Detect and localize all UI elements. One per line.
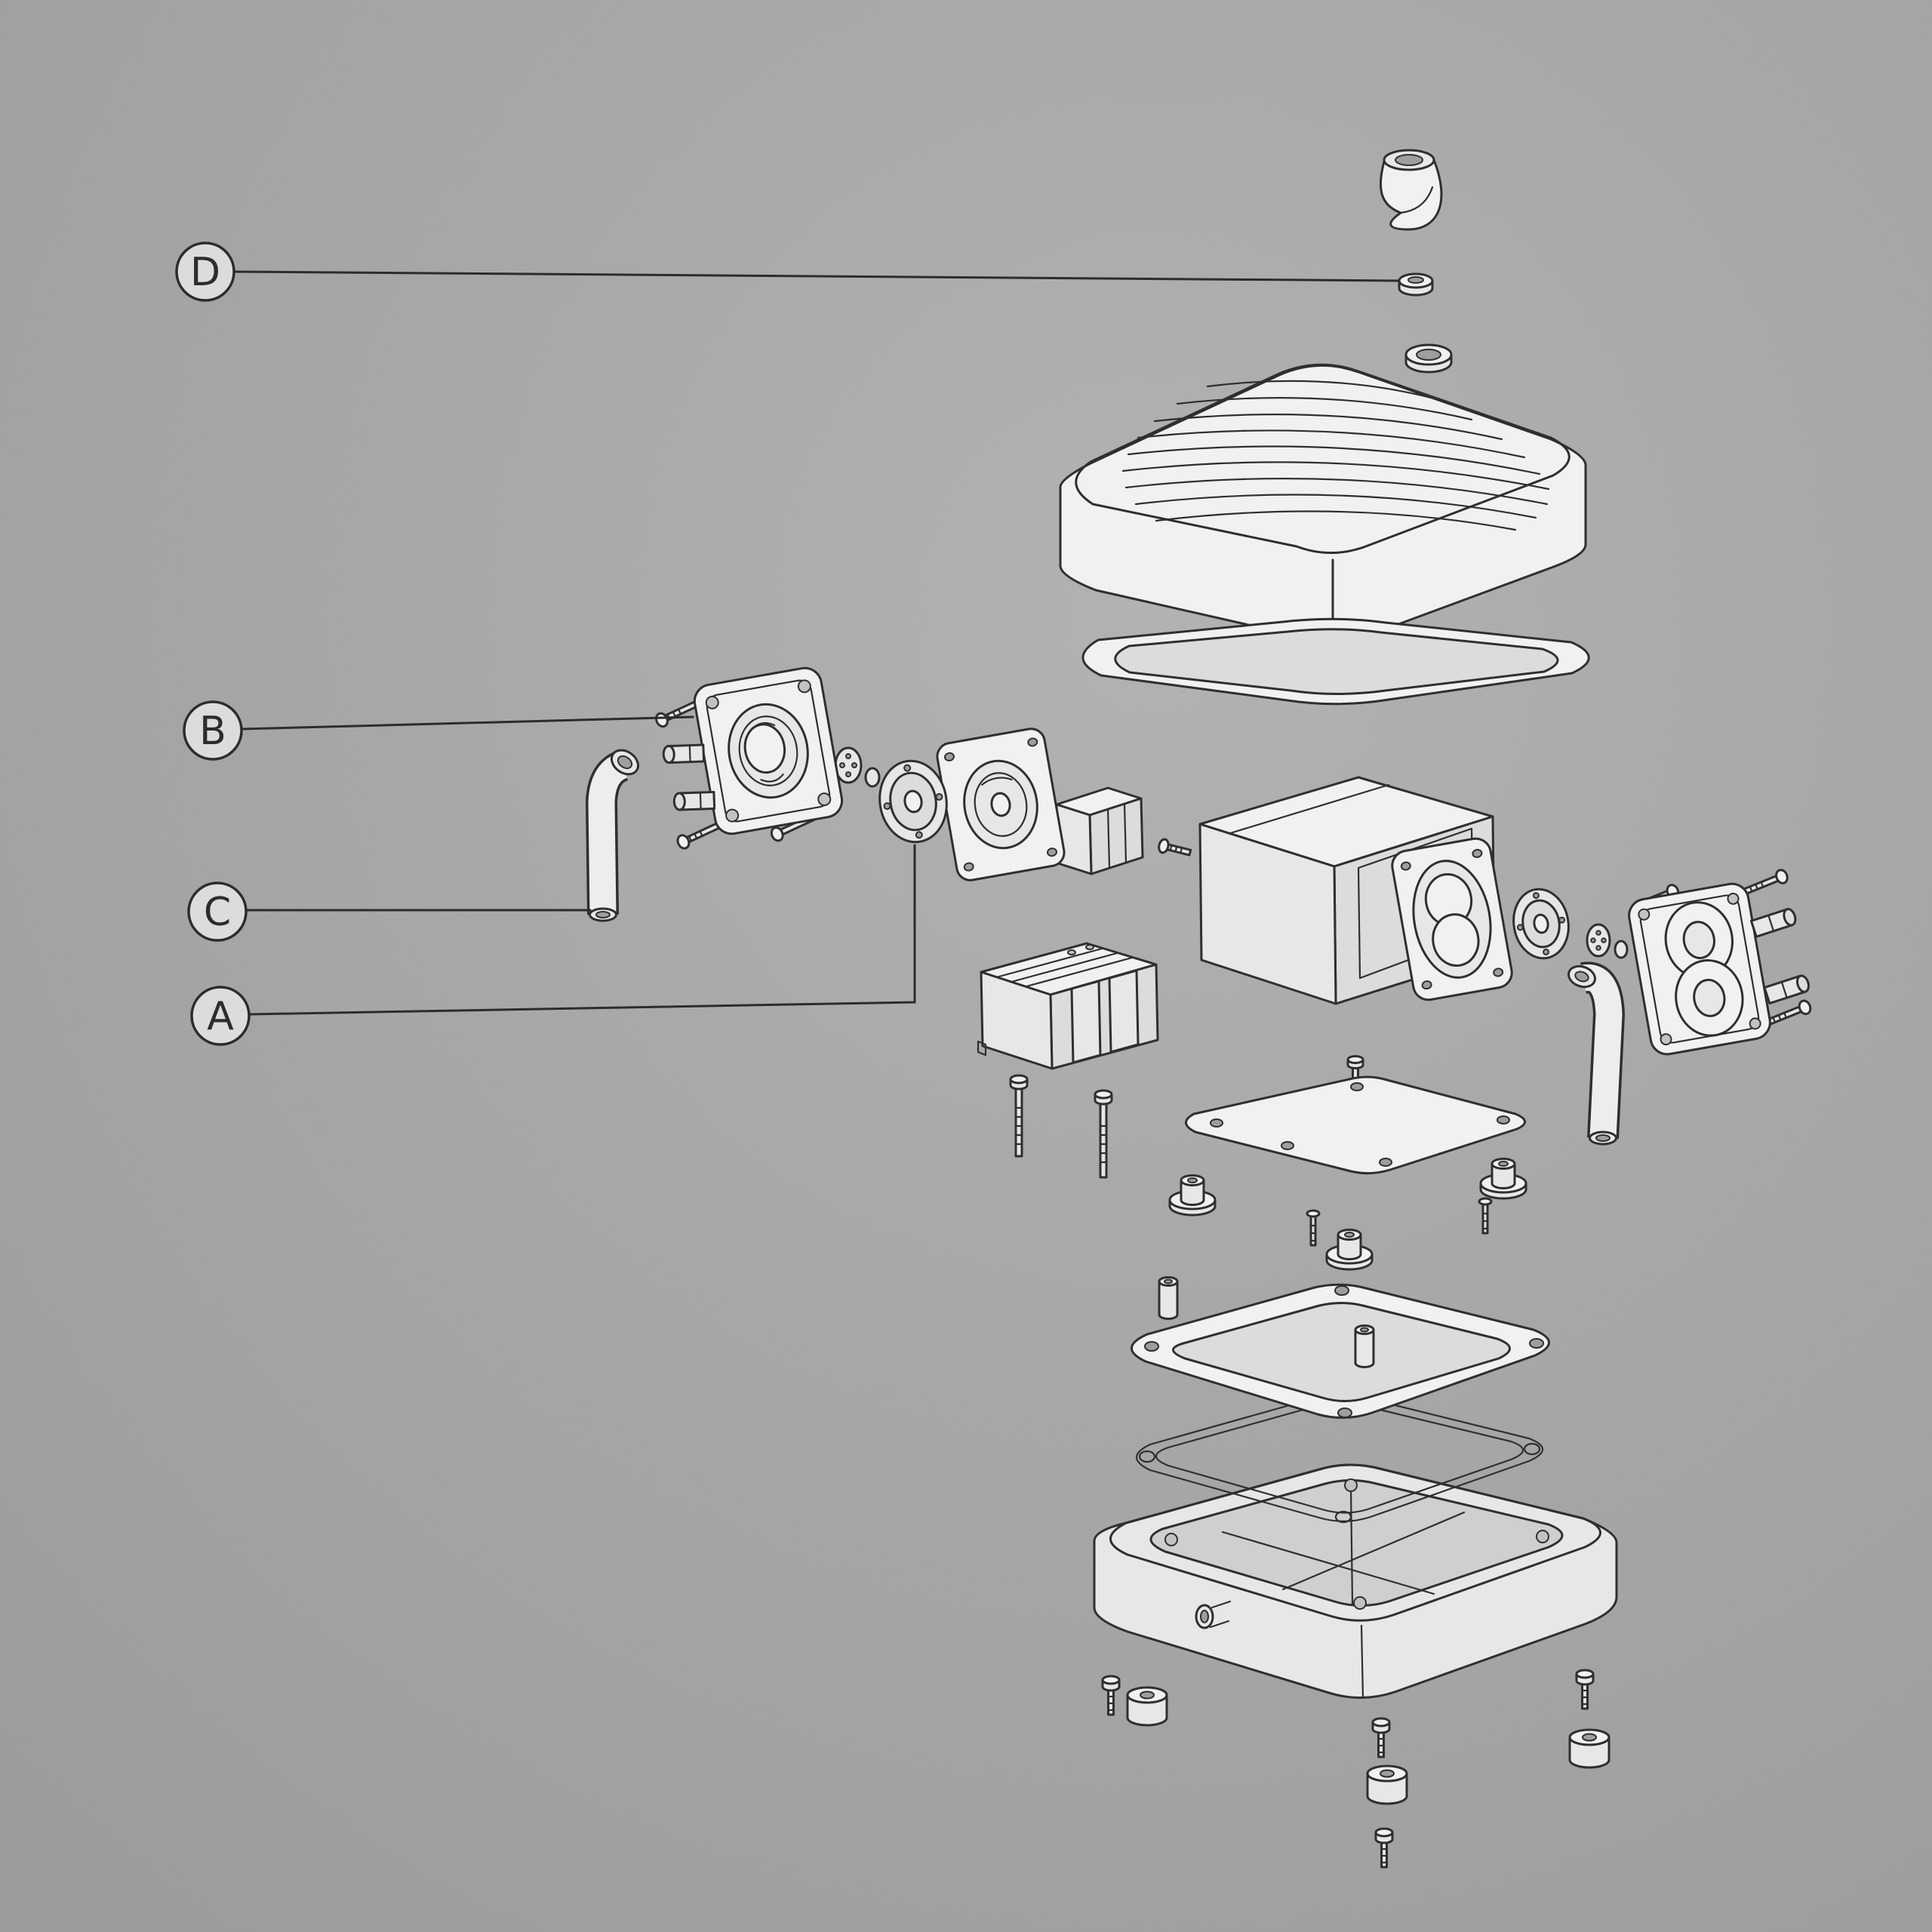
right-port-1 bbox=[1749, 908, 1797, 938]
cover-fins bbox=[1121, 380, 1550, 531]
base-screw-1 bbox=[1101, 1675, 1121, 1716]
callout-letter-a: A bbox=[207, 994, 234, 1039]
leader-line-d bbox=[232, 270, 1399, 282]
frame-post-2 bbox=[1354, 1324, 1375, 1368]
rubber-foot-2 bbox=[1568, 1728, 1611, 1769]
callout-circle-c bbox=[187, 881, 248, 942]
long-screw-2 bbox=[1094, 1089, 1113, 1179]
armature-block bbox=[1055, 786, 1144, 875]
head-screw-5 bbox=[1742, 869, 1789, 896]
callout-b: B bbox=[183, 700, 694, 761]
left-valve-plate bbox=[936, 728, 1066, 881]
grommet-screw-2 bbox=[1478, 1197, 1493, 1235]
base-port bbox=[1195, 1600, 1232, 1629]
long-screw-1 bbox=[1009, 1074, 1029, 1158]
rubber-foot-3 bbox=[1366, 1764, 1408, 1805]
left-port-2 bbox=[672, 790, 716, 811]
right-pump-head bbox=[1628, 869, 1812, 1056]
callout-c: C bbox=[187, 881, 592, 942]
outlet-spout bbox=[1379, 149, 1443, 231]
right-port-2 bbox=[1763, 974, 1810, 1004]
grommet-1 bbox=[1168, 1174, 1217, 1217]
frame-plate bbox=[1131, 1276, 1550, 1420]
callout-letter-d: D bbox=[190, 250, 220, 295]
cover-gasket bbox=[1081, 617, 1590, 706]
callout-letter-b: B bbox=[199, 709, 226, 754]
frame-post-1 bbox=[1158, 1276, 1179, 1320]
cover-port bbox=[1404, 343, 1453, 374]
grommet-2 bbox=[1479, 1158, 1527, 1200]
callout-letter-c: C bbox=[204, 890, 231, 935]
transformer bbox=[977, 942, 1159, 1070]
base-screw-4 bbox=[1374, 1827, 1394, 1869]
rubber-foot-1 bbox=[1126, 1686, 1168, 1727]
left-elbow-tube bbox=[585, 749, 640, 922]
left-pump-head bbox=[655, 666, 844, 850]
mounting-plate bbox=[1185, 1055, 1526, 1175]
left-port-1 bbox=[662, 743, 706, 764]
right-valve-washers bbox=[1586, 923, 1629, 959]
leader-line-a bbox=[248, 844, 916, 1016]
grommet-screw-1 bbox=[1306, 1209, 1321, 1247]
left-diaphragm bbox=[878, 759, 948, 844]
left-valve-washers bbox=[834, 746, 881, 788]
leader-line-b bbox=[240, 715, 694, 731]
callout-circle-b bbox=[183, 700, 243, 761]
base-screw-3 bbox=[1371, 1717, 1391, 1758]
grommet-3 bbox=[1325, 1229, 1374, 1271]
base-screw-2 bbox=[1575, 1669, 1595, 1710]
callout-circle-d bbox=[175, 242, 235, 302]
callout-circle-a bbox=[190, 986, 251, 1046]
right-diaphragm bbox=[1512, 888, 1570, 960]
right-elbow-tube bbox=[1567, 961, 1626, 1146]
outlet-nut bbox=[1398, 272, 1434, 297]
top-cover bbox=[1059, 343, 1587, 645]
base-box bbox=[1093, 1463, 1618, 1700]
armature-screw bbox=[1158, 838, 1192, 857]
callout-a: A bbox=[190, 844, 916, 1046]
callout-d: D bbox=[175, 242, 1399, 302]
right-valve-plate bbox=[1391, 837, 1513, 1001]
